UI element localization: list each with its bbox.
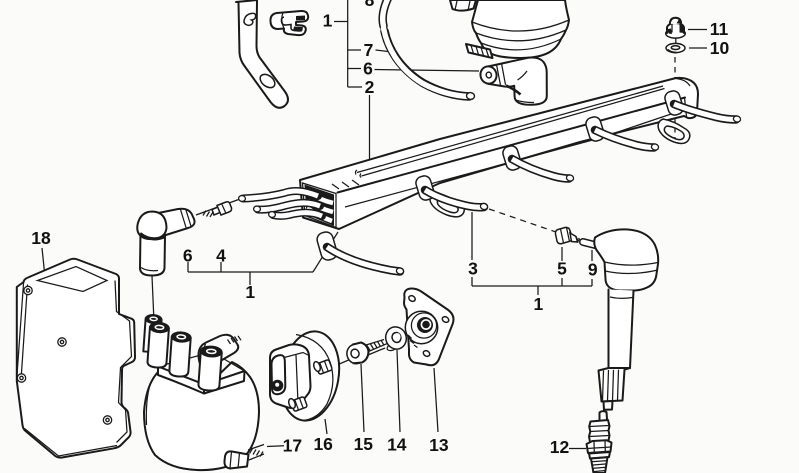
svg-text:13: 13 — [429, 435, 449, 455]
svg-text:1: 1 — [245, 282, 255, 302]
svg-text:6: 6 — [363, 59, 373, 79]
svg-text:14: 14 — [387, 435, 407, 455]
svg-text:16: 16 — [313, 434, 333, 454]
svg-text:17: 17 — [283, 436, 302, 456]
svg-text:3: 3 — [468, 259, 478, 279]
svg-text:7: 7 — [364, 40, 374, 60]
svg-text:15: 15 — [354, 434, 374, 454]
svg-text:18: 18 — [31, 228, 51, 248]
svg-text:10: 10 — [710, 38, 730, 58]
svg-text:11: 11 — [710, 19, 729, 39]
svg-text:2: 2 — [365, 77, 375, 97]
svg-text:5: 5 — [557, 259, 567, 279]
svg-text:4: 4 — [216, 246, 226, 266]
svg-text:12: 12 — [550, 437, 570, 457]
svg-text:1: 1 — [323, 11, 333, 31]
svg-text:6: 6 — [183, 246, 193, 266]
svg-text:1: 1 — [534, 294, 544, 314]
svg-text:9: 9 — [588, 260, 598, 280]
svg-text:8: 8 — [365, 0, 375, 10]
